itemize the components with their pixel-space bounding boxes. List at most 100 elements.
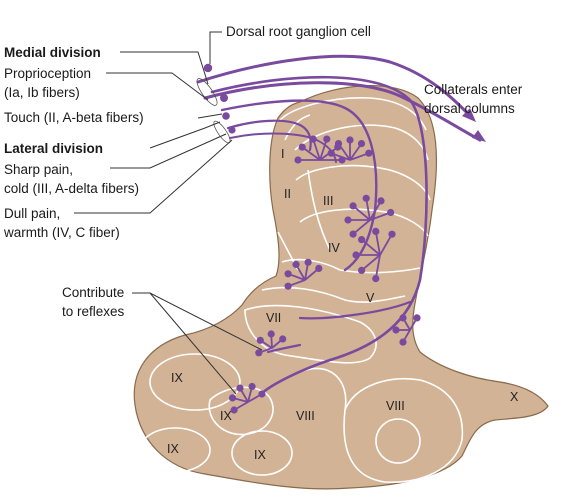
synaptic-bouton <box>362 194 370 202</box>
terminal-cluster <box>255 330 287 357</box>
label-touch: Touch (II, A-beta fibers) <box>4 110 144 125</box>
terminal-branch <box>365 198 371 221</box>
lamina-borders <box>139 97 464 483</box>
label-reflexes-line2: to reflexes <box>62 304 125 319</box>
label-sharp-pain-line1: Sharp pain, <box>4 162 73 177</box>
terminal-branch <box>379 233 393 256</box>
synaptic-bouton <box>255 349 263 357</box>
lamina-label-x: X <box>510 390 519 404</box>
label-sharp-pain-line2: cold (III, A-delta fibers) <box>4 181 139 196</box>
synaptic-bouton <box>236 384 244 392</box>
terminal-cluster <box>344 194 395 238</box>
synaptic-bouton <box>327 149 335 157</box>
lamina-label-vii: VII <box>266 311 281 325</box>
synaptic-bouton <box>372 275 380 283</box>
terminal-branch <box>369 200 382 221</box>
fiber-touch <box>220 99 378 272</box>
synaptic-bouton <box>357 140 366 148</box>
fiber-reflex-branch <box>266 343 302 354</box>
synaptic-bouton <box>267 330 275 338</box>
ganglion-cell-medial-2 <box>220 94 228 102</box>
label-dorsal-root-ganglion: Dorsal root ganglion cell <box>226 24 371 39</box>
fiber-collateral-upper <box>196 54 474 120</box>
synaptic-bouton <box>315 264 323 272</box>
lamina-label-viii-left: VIII <box>296 409 315 423</box>
root-bundles <box>196 78 231 144</box>
synaptic-bouton <box>349 202 357 210</box>
synaptic-bouton <box>399 314 407 322</box>
lamina-label-iv: IV <box>328 241 340 255</box>
fiber-collateral-lower <box>203 81 482 142</box>
lamina-label-iii: III <box>323 194 333 208</box>
label-proprioception-line2: (Ia, Ib fibers) <box>4 85 80 100</box>
annotation-text: Dorsal root ganglion cell Medial divisio… <box>3 24 523 319</box>
leader-reflexes-b <box>149 292 237 395</box>
synaptic-bouton <box>256 336 264 344</box>
synaptic-bouton <box>284 270 292 278</box>
arrowhead-upper <box>462 108 476 122</box>
leader-sharp-pain <box>110 133 227 169</box>
leader-lines <box>74 31 263 395</box>
synaptic-bouton <box>304 258 312 266</box>
synaptic-bouton <box>294 156 302 164</box>
leader-proprioception <box>106 72 209 101</box>
terminal-cluster <box>392 314 421 346</box>
synaptic-bouton <box>365 149 373 157</box>
terminal-cluster <box>352 227 396 283</box>
ganglion-cell-lateral-2 <box>228 126 236 134</box>
synaptic-bouton <box>388 230 396 238</box>
lamina-label-v: V <box>366 291 375 305</box>
synaptic-bouton <box>387 208 395 217</box>
lamina-label-ix-top: IX <box>171 371 183 385</box>
leader-medial <box>120 51 209 85</box>
lamina-label-ix-bottom-left: IX <box>167 442 179 456</box>
medial-root-bundle <box>196 78 218 106</box>
terminal-branch <box>374 254 381 279</box>
synaptic-terminals <box>228 135 421 414</box>
synaptic-bouton <box>377 197 385 205</box>
label-reflexes-line1: Contribute <box>62 285 124 300</box>
terminal-branch <box>312 138 321 161</box>
synaptic-bouton <box>413 314 421 322</box>
lamina-label-viii-right: VIII <box>386 399 405 413</box>
dorsal-root-ganglion-cells <box>203 63 236 134</box>
synaptic-bouton <box>392 326 400 334</box>
synaptic-bouton <box>284 282 292 290</box>
label-dull-pain-line2: warmth (IV, C fiber) <box>3 225 120 240</box>
lamina-label-i: I <box>281 147 284 161</box>
synaptic-bouton <box>279 335 287 343</box>
terminal-branch <box>352 219 371 235</box>
lamina-labels: I II III IV V VII IX IX VIII VIII IX IX … <box>167 147 519 462</box>
synaptic-bouton <box>309 135 317 143</box>
synaptic-bouton <box>344 216 352 224</box>
terminal-branch <box>361 254 381 272</box>
synaptic-bouton <box>298 143 306 151</box>
synaptic-bouton <box>228 394 237 402</box>
synaptic-bouton <box>358 236 366 244</box>
synaptic-bouton <box>349 230 357 238</box>
fiber-arrowheads <box>462 108 486 142</box>
label-collaterals-line2: dorsal columns <box>424 101 515 116</box>
synaptic-bouton <box>346 136 354 144</box>
ganglion-cell-lateral-1 <box>222 112 230 120</box>
lamina-label-ix-mid: IX <box>220 409 232 423</box>
arrowhead-lower <box>472 130 486 142</box>
synaptic-bouton <box>292 260 300 268</box>
synaptic-bouton <box>352 251 360 259</box>
terminal-cluster <box>284 258 323 290</box>
terminal-branch <box>369 211 392 221</box>
synaptic-bouton <box>372 227 380 235</box>
label-medial-division: Medial division <box>4 45 101 60</box>
leader-touch <box>197 113 223 119</box>
terminal-branch <box>301 146 321 161</box>
synaptic-bouton <box>258 390 266 398</box>
lamina-label-ix-bottom-right: IX <box>254 448 266 462</box>
terminal-branch <box>319 138 328 161</box>
leader-lateral <box>149 121 221 149</box>
leader-drg <box>209 31 222 64</box>
terminal-cluster <box>228 382 266 414</box>
label-collaterals-line1: Collaterals enter <box>424 82 523 97</box>
terminal-branch <box>352 205 371 221</box>
label-dull-pain-line1: Dull pain, <box>4 206 60 221</box>
